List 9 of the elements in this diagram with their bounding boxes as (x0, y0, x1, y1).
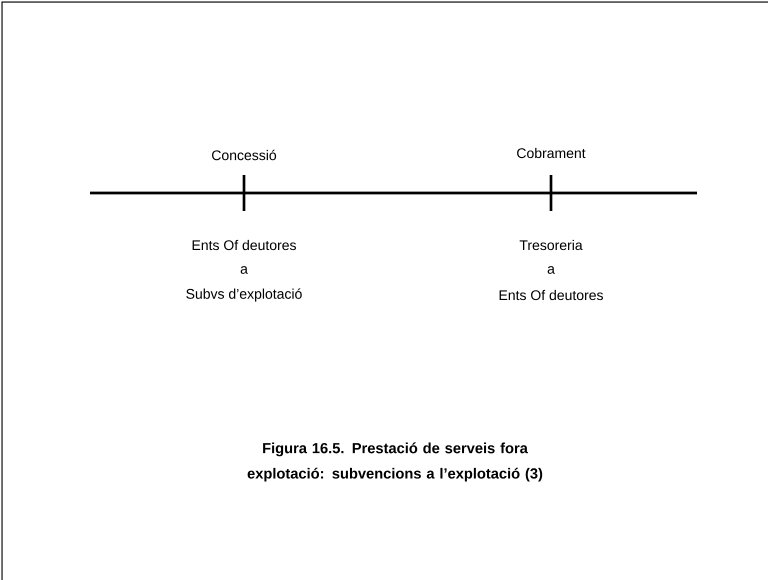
timeline-label: Subvs d’explotació (186, 288, 302, 302)
timeline-label: Concessió (212, 150, 276, 160)
timeline-label: Ents Of deutores (500, 290, 603, 300)
timeline-label: Ents Of deutores (192, 240, 296, 250)
timeline-label: Cobrament (517, 148, 586, 158)
figure-caption: Figura 16.5. Prestació de serveis fora explotació: subvencions a l’explotació (3) (248, 442, 542, 482)
timeline-label: Tresoreria (520, 240, 583, 250)
timeline-label: a (548, 266, 555, 274)
timeline-label: a (240, 266, 248, 274)
